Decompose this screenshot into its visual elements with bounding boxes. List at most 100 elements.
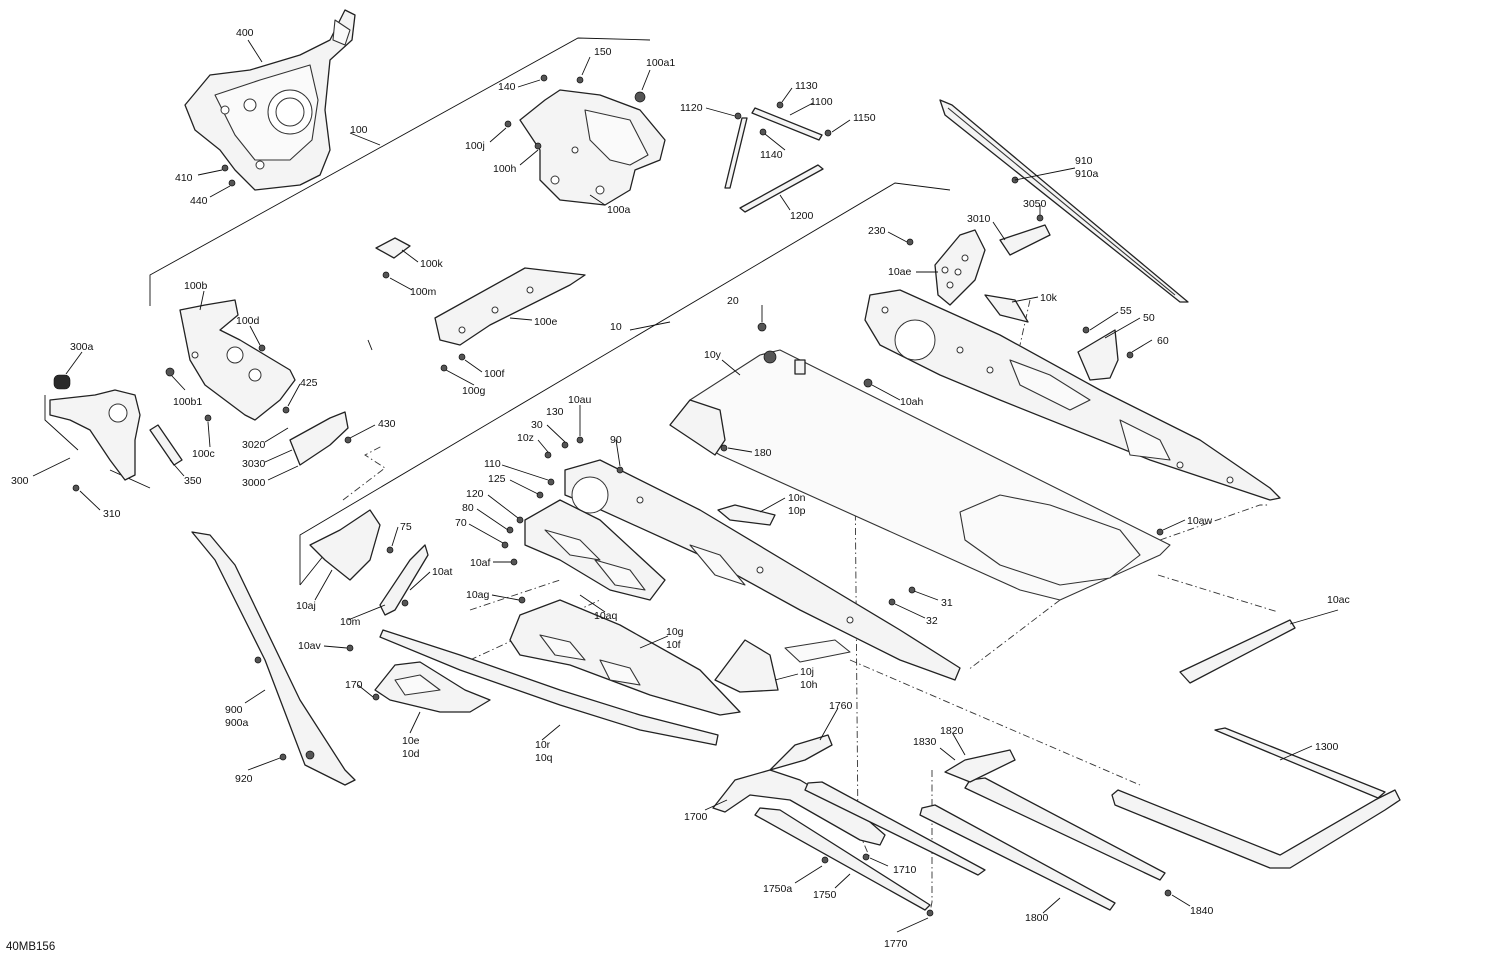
callout-10z: 10z [517, 432, 534, 444]
callout-leader-lines [32, 39, 1339, 933]
callout-10aw: 10aw [1187, 515, 1213, 527]
callout-10f: 10f [666, 639, 681, 651]
part-right-side-rail [864, 289, 1281, 501]
part-3010-bracket [999, 224, 1051, 256]
callout-20: 20 [727, 295, 739, 307]
callout-430: 430 [378, 418, 396, 430]
callout-100g: 100g [462, 385, 486, 397]
callout-100f: 100f [484, 368, 505, 380]
callout-30: 30 [531, 419, 543, 431]
callout-100k: 100k [420, 258, 444, 270]
callout-410: 410 [175, 172, 193, 184]
bolt-100d-icon [258, 344, 266, 352]
callout-910: 910 [1075, 155, 1093, 167]
bolt-100h-icon [534, 142, 542, 150]
part-10e-plate [374, 661, 491, 713]
part-1300-bumper [1111, 789, 1401, 869]
callout-1830: 1830 [913, 736, 937, 748]
bolt-100f-icon [458, 353, 466, 361]
bolt-100g-icon [440, 364, 448, 372]
part-1300-bumper-arm [1214, 727, 1386, 799]
rivet-1840-icon [1164, 889, 1172, 897]
callout-31: 31 [941, 597, 953, 609]
callout-3000: 3000 [242, 477, 266, 489]
bolt-140-icon [540, 74, 548, 82]
part-100k-cap [375, 237, 411, 259]
callout-1710: 1710 [893, 864, 917, 876]
bumper-300a-icon [53, 374, 71, 390]
drawing-code: 40MB156 [6, 941, 55, 953]
callout-1200: 1200 [790, 210, 814, 222]
callout-1100: 1100 [810, 96, 833, 108]
callout-150: 150 [594, 46, 612, 58]
grommet-100a1-icon [634, 91, 646, 103]
callout-70: 70 [455, 517, 467, 529]
part-1800-rear-rails [919, 749, 1166, 911]
callout-100e: 100e [534, 316, 558, 328]
nut-440-icon [228, 179, 236, 187]
callout-10au: 10au [568, 394, 592, 406]
callout-3010: 3010 [967, 213, 991, 225]
part-100b-frame [179, 299, 296, 421]
callout-1800: 1800 [1025, 912, 1049, 924]
callout-10r: 10r [535, 739, 551, 751]
part-10k-bracket [984, 294, 1029, 323]
part-3000-bracket [289, 411, 349, 466]
callout-100j: 100j [465, 140, 485, 152]
bolt-100c-icon [204, 414, 212, 422]
callout-910a: 910a [1075, 168, 1099, 180]
part-10h-bracket [784, 639, 851, 663]
part-10g-bracket [509, 599, 741, 716]
part-10m-bracket [379, 544, 429, 616]
bolt-55-icon [1082, 326, 1090, 334]
part-400-engine-cradle [184, 9, 356, 191]
part-1700-rear-rails [712, 734, 986, 911]
bushing-100b1-icon [165, 367, 175, 377]
rivet-10aw-icon [1156, 528, 1164, 536]
callout-110: 110 [484, 458, 501, 470]
callout-10ae: 10ae [888, 266, 912, 278]
part-front-bumper-plate [524, 499, 666, 601]
callout-1750: 1750 [813, 889, 837, 901]
part-100e-bracket [434, 267, 586, 346]
callout-1820: 1820 [940, 725, 964, 737]
callout-10af: 10af [470, 557, 491, 569]
callout-10aj: 10aj [296, 600, 316, 612]
bolt-180-icon [720, 444, 728, 452]
callout-100b1: 100b1 [173, 396, 202, 408]
callout-1840: 1840 [1190, 905, 1214, 917]
callout-1120: 1120 [680, 102, 703, 114]
callout-3020: 3020 [242, 439, 266, 451]
callout-10g: 10g [666, 626, 684, 638]
callout-900a: 900a [225, 717, 249, 729]
callout-10ag: 10ag [466, 589, 490, 601]
part-10n-bracket [717, 504, 776, 526]
part-10aj-bracket [309, 509, 381, 581]
callout-100b: 100b [184, 280, 208, 292]
bolt-310-icon [72, 484, 80, 492]
part-10ac-bracket [1179, 619, 1296, 684]
callout-1130: 1130 [795, 80, 818, 92]
callout-50: 50 [1143, 312, 1155, 324]
part-left-side-rail [564, 459, 961, 681]
callout-1150: 1150 [853, 112, 876, 124]
callout-140: 140 [498, 81, 516, 93]
grommet-20-icon [757, 322, 767, 332]
callout-425: 425 [300, 377, 318, 389]
bolt-3050-icon [1036, 214, 1044, 222]
callout-100c: 100c [192, 448, 215, 460]
bolt-230-icon [906, 238, 914, 246]
rivet-1770-icon [926, 909, 934, 917]
callout-440: 440 [190, 195, 208, 207]
callout-10p: 10p [788, 505, 806, 517]
callout-230: 230 [868, 225, 886, 237]
bolt-100m-icon [382, 271, 390, 279]
callout-400: 400 [236, 27, 254, 39]
nut-60-icon [1126, 351, 1134, 359]
callout-300a: 300a [70, 341, 94, 353]
part-55-plate [1077, 329, 1119, 381]
part-10y-tunnel [669, 349, 1171, 601]
callout-1700: 1700 [684, 811, 708, 823]
callout-80: 80 [462, 502, 474, 514]
